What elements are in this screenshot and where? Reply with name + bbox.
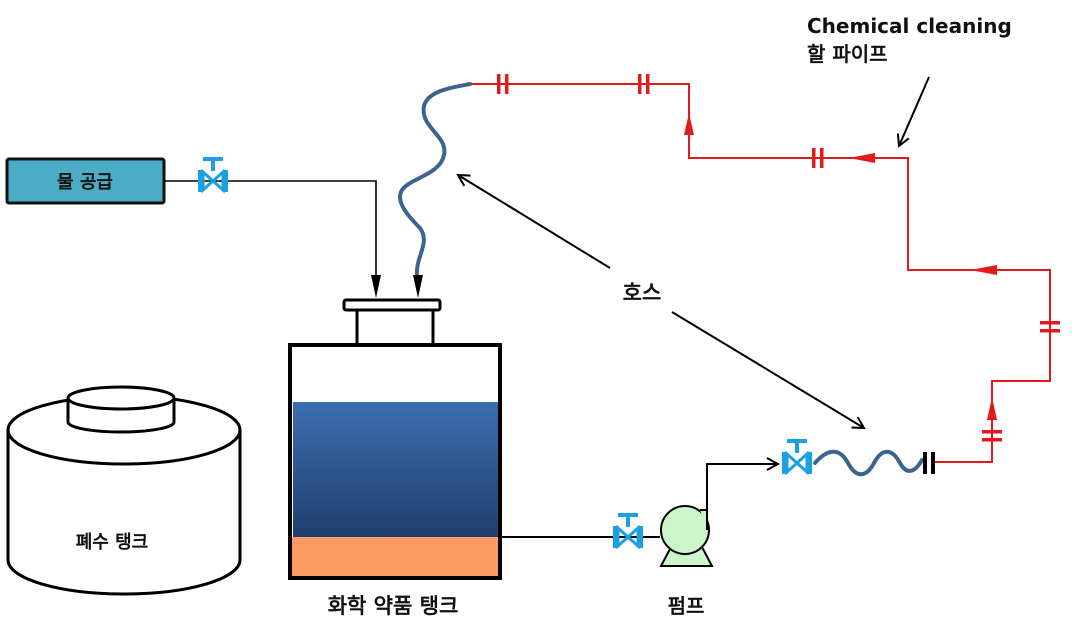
water-supply-pipe [164, 180, 377, 283]
inlet-arrow-water [371, 275, 381, 298]
flange-icon [923, 452, 935, 474]
hose-pointer-upper [458, 175, 611, 269]
waste-tank-label: 폐수 탱크 [76, 532, 149, 553]
waste-tank[interactable] [6, 385, 242, 596]
flange-icon [982, 430, 1002, 442]
cleaning-pipe-label-line2: 할 파이프 [807, 42, 888, 66]
flow-arrow-icon [987, 397, 997, 420]
pump-discharge-pipe [706, 464, 778, 510]
gate-valve-icon[interactable] [198, 157, 228, 194]
water-supply-box[interactable]: 물 공급 [5, 157, 166, 205]
flange-icon [812, 148, 824, 168]
chemical-tank[interactable] [288, 298, 502, 580]
hose-pointer-lower [671, 311, 864, 428]
gate-valve-icon[interactable] [613, 513, 643, 550]
hose-upper [398, 82, 472, 285]
water-supply-label: 물 공급 [57, 172, 113, 193]
inlet-arrow-hose [413, 275, 423, 298]
flow-arrow-icon [684, 113, 694, 135]
flange-icon [1040, 321, 1060, 333]
pump-label: 펌프 [668, 594, 705, 618]
flange-icon [497, 74, 509, 94]
gate-valve-icon[interactable] [782, 439, 812, 476]
hose-label: 호스 [623, 281, 662, 305]
centrifugal-pump-icon[interactable] [659, 505, 714, 567]
hose-lower [813, 449, 924, 477]
cleaning-pipe [471, 83, 1051, 463]
chemical-liquid [293, 402, 498, 537]
chemical-tank-label: 화학 약품 탱크 [328, 594, 459, 618]
flow-arrow-icon [970, 265, 997, 275]
cleaning-pipe-pointer [899, 76, 930, 146]
flange-icon [638, 74, 650, 94]
sediment-layer [290, 537, 499, 578]
flow-arrow-icon [849, 153, 875, 163]
cleaning-pipe-label-line1: Chemical cleaning [807, 14, 1012, 38]
